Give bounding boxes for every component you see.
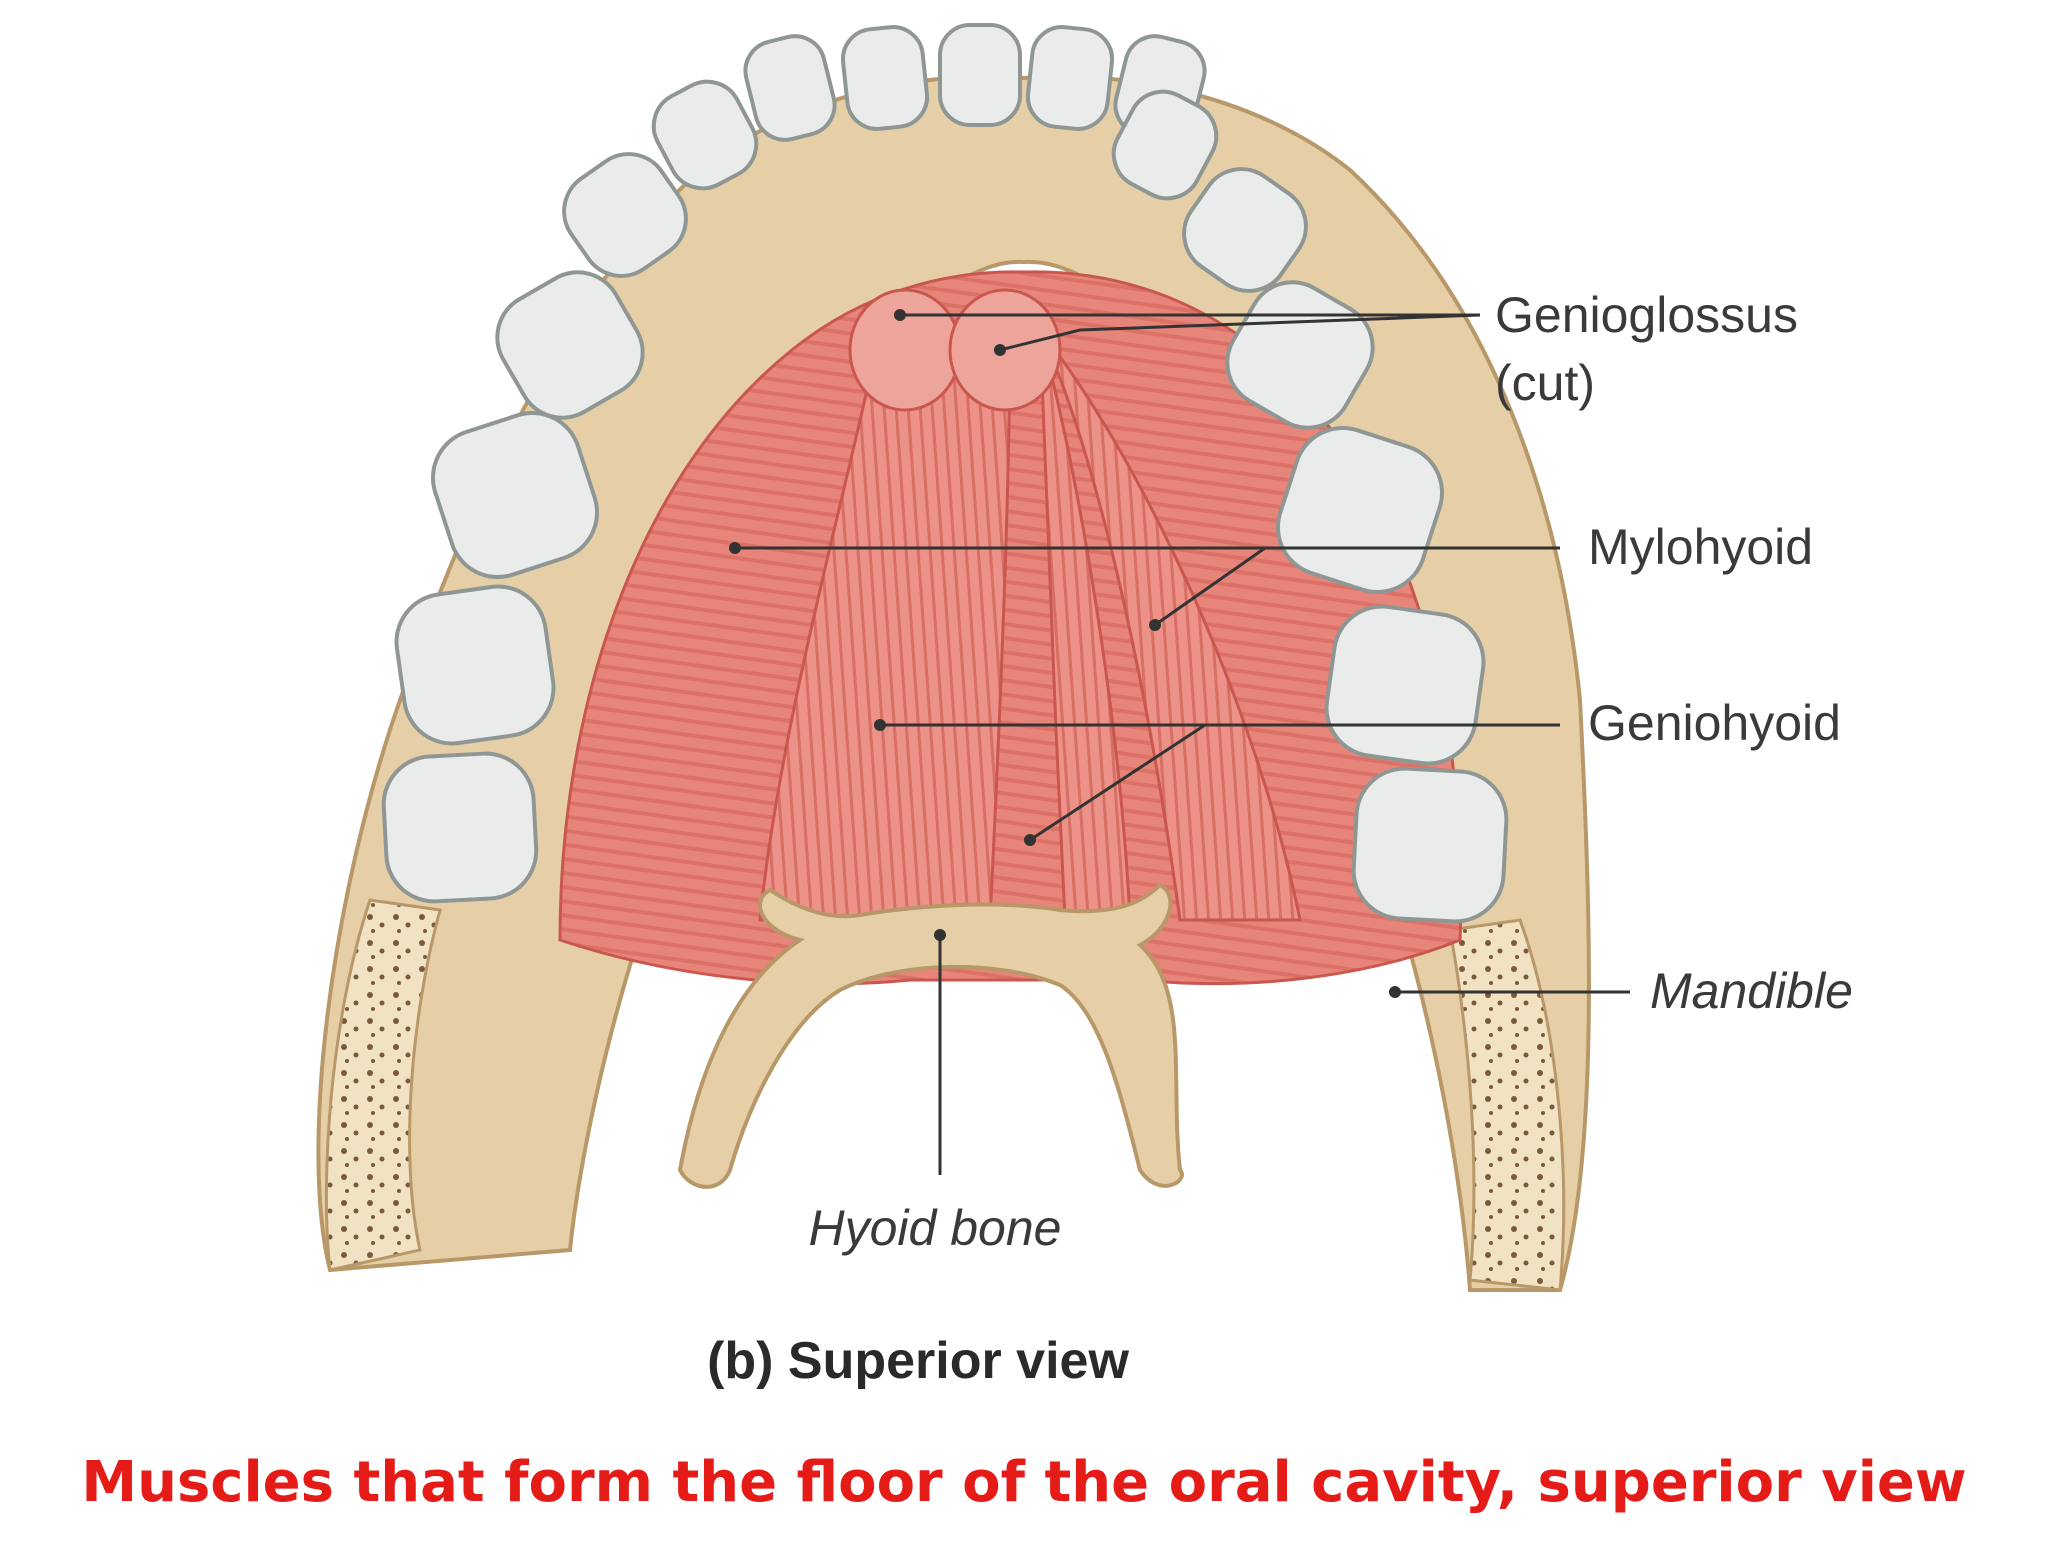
label-hyoid-bone: Hyoid bone [809,1200,1062,1256]
label-genioglossus: Genioglossus [1495,287,1798,343]
dot [1024,834,1036,846]
dot [994,344,1006,356]
figure-caption: Muscles that form the floor of the oral … [0,1448,2048,1518]
tooth [381,751,538,904]
dot [894,309,906,321]
label-geniohyoid: Geniohyoid [1588,695,1841,751]
tooth [940,25,1020,125]
label-mylohyoid: Mylohyoid [1588,519,1813,575]
figure-subcaption: (b) Superior view [707,1332,1129,1390]
dot [934,929,946,941]
tooth [390,580,559,749]
genioglossus-stump-left [850,290,960,410]
label-mandible: Mandible [1650,963,1853,1019]
tooth [1320,600,1489,769]
dot [874,719,886,731]
dot [729,542,741,554]
tooth [1025,24,1115,132]
label-genioglossus-cut: (cut) [1495,355,1595,411]
tooth [1351,766,1509,924]
dot [1149,619,1161,631]
dot [1389,986,1401,998]
tooth [840,24,930,132]
